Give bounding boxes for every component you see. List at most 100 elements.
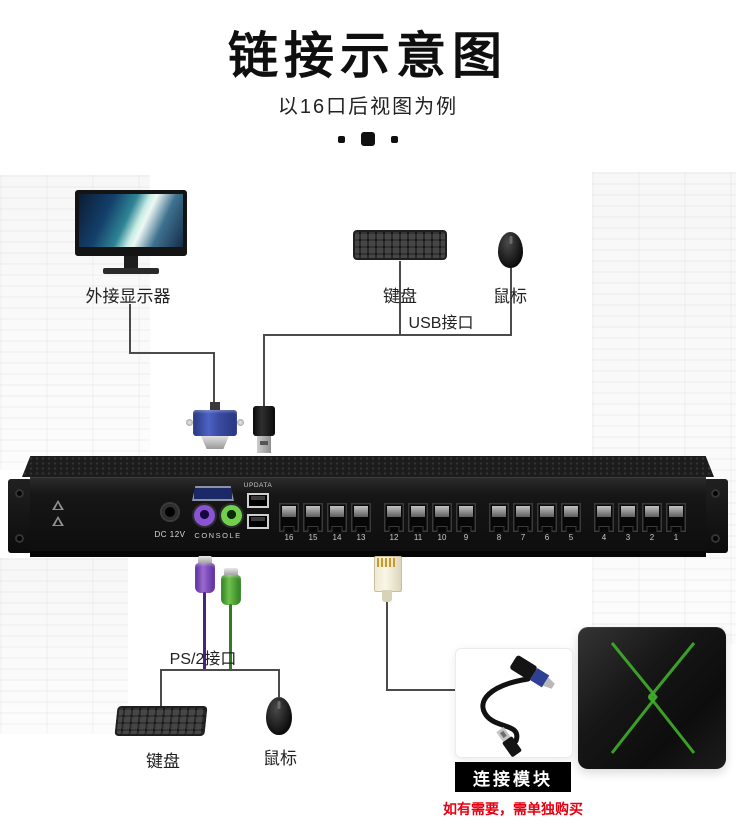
kvm-rack-ear-right — [704, 479, 728, 553]
rj45-jack — [303, 503, 323, 532]
connection-line — [263, 334, 512, 336]
ps2-keyboard-port — [194, 505, 215, 526]
ps2-keyboard-cable — [203, 592, 206, 670]
port-number: 11 — [413, 533, 423, 542]
keyboard-top-label: 键盘 — [383, 287, 417, 306]
connection-line — [263, 334, 265, 408]
rj45-jack — [351, 503, 371, 532]
connection-line — [129, 352, 215, 354]
rj45-port: 8 — [488, 503, 510, 542]
warning-triangle-icon — [52, 516, 64, 526]
console-vga-port — [192, 486, 234, 501]
rj45-port-group: 8 7 6 5 — [488, 503, 582, 542]
mouse-illustration-top — [498, 232, 523, 268]
background-server-rack — [0, 558, 128, 734]
ps2-mouse-plug — [221, 575, 241, 605]
port-number: 7 — [520, 533, 526, 542]
rj45-jack — [561, 503, 581, 532]
rj45-jack — [489, 503, 509, 532]
dc-power-jack — [162, 504, 178, 520]
port-number: 12 — [389, 533, 399, 542]
keyboard-bottom-label: 键盘 — [146, 752, 180, 771]
rj45-port: 4 — [593, 503, 615, 542]
ps2-interface-label: PS/2接口 — [169, 651, 237, 668]
port-number: 1 — [673, 533, 679, 542]
rj45-jack — [594, 503, 614, 532]
rj45-jack — [384, 503, 404, 532]
updata-usb-port — [247, 514, 269, 529]
console-label: CONSOLE — [194, 531, 242, 540]
usb-connector-body — [253, 406, 275, 436]
rj45-port: 16 — [278, 503, 300, 542]
keyboard-illustration-top — [353, 230, 447, 260]
rj45-port-group: 4 3 2 1 — [593, 503, 687, 542]
dot-icon — [361, 132, 375, 146]
page-subtitle: 以16口后视图为例 — [277, 96, 459, 118]
kvm-rack-ear-left — [8, 479, 32, 553]
monitor-screen — [75, 190, 187, 256]
connection-line — [213, 352, 215, 406]
rj45-jack — [642, 503, 662, 532]
rj45-port: 5 — [560, 503, 582, 542]
tower-accent-graphic — [610, 642, 696, 754]
port-number: 15 — [308, 533, 318, 542]
rj45-jack — [432, 503, 452, 532]
updata-label: UPDATA — [243, 482, 273, 489]
port-number: 3 — [625, 533, 631, 542]
rj45-port: 1 — [665, 503, 687, 542]
port-number: 10 — [437, 533, 447, 542]
keyboard-illustration-bottom — [114, 706, 208, 736]
connection-line — [386, 602, 388, 690]
rj45-port: 9 — [455, 503, 477, 542]
vga-connector-body — [186, 410, 244, 436]
rj45-port: 13 — [350, 503, 372, 542]
rj45-jack — [456, 503, 476, 532]
port-number: 9 — [463, 533, 469, 542]
rj45-port: 6 — [536, 503, 558, 542]
background-server-rack — [592, 172, 736, 644]
port-number: 13 — [356, 533, 366, 542]
rj45-port: 10 — [431, 503, 453, 542]
rj45-jack — [279, 503, 299, 532]
connection-line — [386, 689, 455, 691]
usb-connector — [253, 406, 275, 458]
ps2-mouse-port — [221, 505, 242, 526]
page-title: 链接示意图 — [228, 28, 508, 84]
rj45-port: 3 — [617, 503, 639, 542]
port-number: 2 — [649, 533, 655, 542]
mouse-illustration-bottom — [266, 697, 292, 735]
port-number: 16 — [284, 533, 294, 542]
rj45-jack — [537, 503, 557, 532]
module-dongle-graphic — [480, 655, 555, 757]
rj45-jack — [618, 503, 638, 532]
connection-line — [510, 268, 512, 335]
monitor-stand — [124, 256, 138, 268]
rj45-port: 2 — [641, 503, 663, 542]
connection-line — [399, 261, 401, 335]
port-number: 6 — [544, 533, 550, 542]
updata-usb-port — [247, 493, 269, 508]
vga-strain-relief — [210, 402, 220, 410]
rj45-connector-pins — [377, 558, 395, 567]
dot-icon — [391, 135, 398, 143]
ps2-mouse-cable — [229, 604, 232, 670]
mouse-bottom-label: 鼠标 — [263, 749, 297, 768]
dot-icon — [338, 135, 345, 143]
connection-line — [160, 669, 280, 671]
rj45-jack — [327, 503, 347, 532]
rj45-port: 11 — [407, 503, 429, 542]
module-title-badge: 连接模块 — [455, 762, 571, 792]
port-number: 5 — [568, 533, 574, 542]
module-note: 如有需要，需单独购买 — [443, 801, 583, 817]
rj45-jack — [408, 503, 428, 532]
monitor-base — [103, 268, 159, 274]
ps2-keyboard-plug — [195, 563, 215, 593]
kvm-base — [30, 551, 706, 557]
usb-interface-label: USB接口 — [408, 315, 474, 332]
ps2-plug-ring — [224, 568, 238, 576]
rj45-port-group: 12 11 10 9 — [383, 503, 477, 542]
connection-module-image — [455, 648, 573, 758]
